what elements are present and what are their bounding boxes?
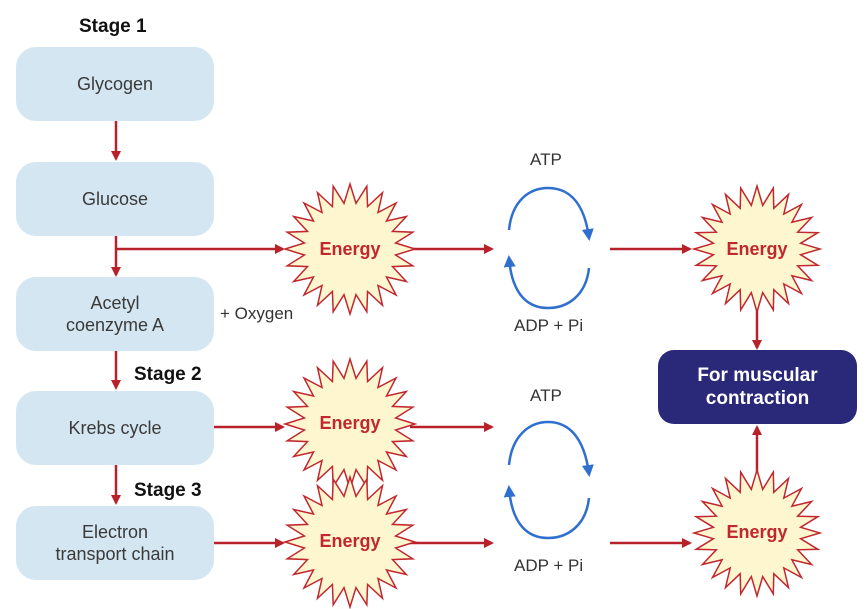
muscular-contraction-box: For muscular contraction	[658, 350, 857, 424]
cycle1-upper-arc	[507, 186, 594, 241]
energy-label-4: Energy	[726, 239, 788, 259]
acetyl-coenzyme-a-box: Acetyl coenzyme A	[16, 277, 214, 351]
energy-burst-3	[282, 474, 418, 609]
adp-pi-label-2: ADP + Pi	[514, 556, 584, 575]
glycogen-box: Glycogen	[16, 47, 214, 121]
atp-label-1: ATP	[530, 150, 562, 169]
energy-label-5: Energy	[726, 522, 788, 542]
stage-3-label: Stage 3	[134, 480, 202, 501]
atp-label-2: ATP	[530, 386, 562, 405]
electron-transport-chain-box: Electron transport chain	[16, 506, 214, 580]
energy-label-3: Energy	[319, 531, 381, 551]
cycle1-lower-arc	[503, 255, 591, 310]
energy-burst-5	[691, 467, 823, 599]
cycle2-lower-arc	[503, 485, 591, 540]
stage-2-label: Stage 2	[134, 364, 202, 385]
energy-label-2: Energy	[319, 413, 381, 433]
energy-burst-4	[691, 183, 823, 315]
oxygen-label: + Oxygen	[220, 304, 294, 323]
energy-label-1: Energy	[319, 239, 381, 259]
cycle2-upper-arc	[507, 420, 594, 477]
adp-pi-label-1: ADP + Pi	[514, 316, 584, 335]
energy-burst-1	[282, 181, 418, 317]
glucose-box: Glucose	[16, 162, 214, 236]
stage-1-label: Stage 1	[79, 16, 147, 37]
krebs-cycle-box: Krebs cycle	[16, 391, 214, 465]
